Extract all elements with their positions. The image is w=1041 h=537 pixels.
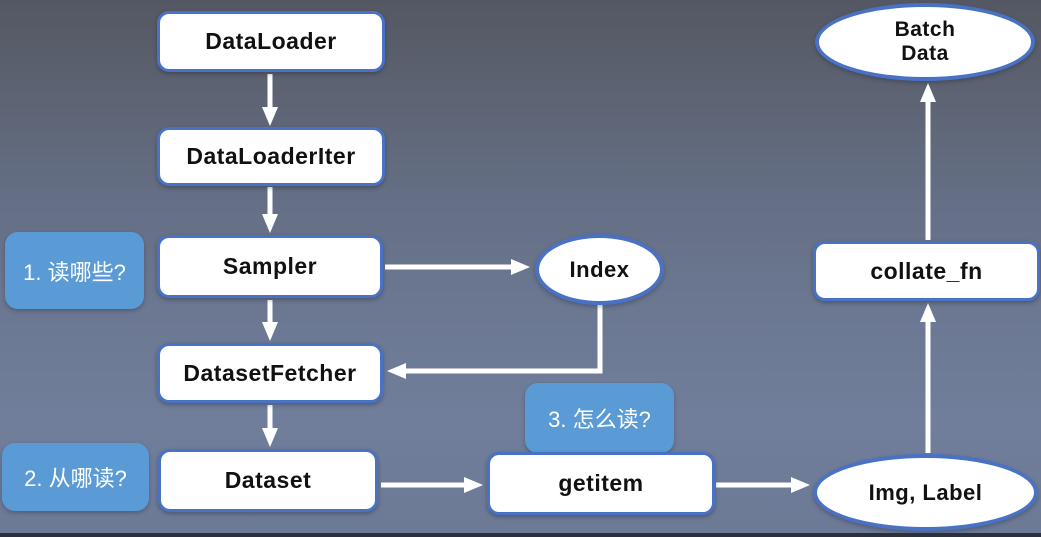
node-index: Index <box>535 234 664 305</box>
node-sampler: Sampler <box>157 235 383 298</box>
node-datasetfetcher: DatasetFetcher <box>157 343 383 403</box>
annotation-where-to-read-from: 2. 从哪读? <box>2 443 149 511</box>
node-dataloader: DataLoader <box>157 11 385 72</box>
batch-data-line2: Data <box>901 42 949 65</box>
node-dataloaderiter: DataLoaderIter <box>157 127 385 186</box>
node-img-label: Img, Label <box>813 454 1038 531</box>
slide-bottom-edge <box>0 533 1041 537</box>
batch-data-line1: Batch <box>894 17 956 41</box>
node-collate-fn: collate_fn <box>813 241 1040 301</box>
annotation-which-to-read: 1. 读哪些? <box>5 232 144 309</box>
node-batch-data: Batch Data <box>815 3 1035 81</box>
arrow-index-to-datasetfetcher <box>387 303 603 379</box>
node-dataset: Dataset <box>158 449 378 512</box>
annotation-how-to-read: 3. 怎么读? <box>525 383 674 453</box>
node-getitem: getitem <box>487 452 715 515</box>
